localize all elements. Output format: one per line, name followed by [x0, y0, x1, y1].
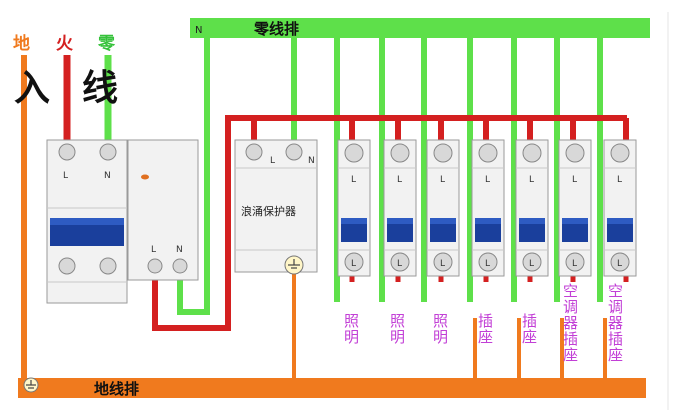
rcd-module: L N [127, 139, 199, 281]
main-breaker-top-screw [58, 143, 76, 161]
branch-breaker-body [337, 139, 371, 277]
branch-circuit-label: 插 [563, 330, 578, 348]
branch-breaker-bottom-label: L [572, 259, 577, 269]
branch-breaker-top-screw [433, 143, 453, 163]
branch-breaker-handle-highlight [562, 218, 588, 224]
branch-breaker-bottom-screw [565, 252, 585, 272]
branch-breaker-top-label: L [617, 175, 622, 185]
branch-circuit-label: 空 [608, 282, 623, 300]
main-breaker-bottom-screw [99, 257, 117, 275]
branch-breaker-top-screw [478, 143, 498, 163]
ground-bus-bar [18, 378, 646, 398]
branch-breaker-handle-highlight [430, 218, 456, 224]
branch-circuit-label: 照 [344, 312, 359, 330]
branch-breaker-bottom-label: L [351, 259, 356, 269]
branch-breaker-handle-highlight [341, 218, 367, 224]
branch-circuit-label: 座 [478, 328, 493, 346]
branch-breaker-bottom-label: L [617, 259, 622, 269]
branch-circuit-label: 器 [608, 314, 623, 332]
branch-circuit-label: 插 [522, 312, 537, 330]
branch-circuit-label: 照 [433, 312, 448, 330]
branch-breaker-bottom-label: L [440, 259, 445, 269]
ground-bus-earth-icon [23, 377, 39, 393]
branch-breaker-handle-highlight [607, 218, 633, 224]
branch-breaker-bottom-screw [344, 252, 364, 272]
incoming-label-1: 入 [14, 68, 50, 109]
surge-protector-screw-n [285, 143, 303, 161]
branch-breaker-bottom-label: L [485, 259, 490, 269]
branch-breaker-bottom-label: L [529, 259, 534, 269]
main-breaker-n: N [104, 171, 111, 181]
branch-circuit-label: 调 [563, 298, 578, 316]
branch-breaker-top-screw [344, 143, 364, 163]
branch-breaker-body [603, 139, 637, 277]
ground-bus-label: 地线排 [94, 380, 139, 398]
branch-circuit-label: 插 [478, 312, 493, 330]
main-breaker-bottom-screw [58, 257, 76, 275]
branch-circuit-label: 明 [433, 328, 448, 346]
branch-breaker-top-label: L [572, 175, 577, 185]
surge-earth-icon [284, 255, 304, 275]
neutral-bus-bar [190, 18, 650, 38]
branch-breaker-body [383, 139, 417, 277]
rcd-bottom-screw [172, 258, 188, 274]
branch-breaker-top-label: L [529, 175, 534, 185]
branch-breaker-bottom-screw [433, 252, 453, 272]
branch-circuit-label: 座 [608, 346, 623, 364]
branch-breaker-handle-highlight [475, 218, 501, 224]
branch-breaker-top-screw [610, 143, 630, 163]
neutral-bus-label: 零线排 [253, 20, 299, 38]
main-breaker-top-screw [99, 143, 117, 161]
branch-breaker-bottom-screw [610, 252, 630, 272]
rcd-terminal-n: N [176, 245, 183, 255]
surge-protector: L N 浪涌保护器 [234, 139, 318, 273]
branch-breaker-bottom-screw [478, 252, 498, 272]
incoming-label-2: 线 [82, 68, 118, 109]
branch-neutral-wires [334, 38, 603, 302]
branch-ground-wires [292, 270, 607, 380]
branch-breaker-top-label: L [440, 175, 445, 185]
rcd-terminal-l: L [151, 245, 156, 255]
branch-breaker-handle-highlight [387, 218, 413, 224]
branch-breaker-top-screw [565, 143, 585, 163]
branch-circuit-label: 明 [390, 328, 405, 346]
main-breaker-l: L [63, 171, 68, 181]
neutral-input-label: 零 [97, 34, 116, 54]
branch-breaker-top-label: L [485, 175, 490, 185]
branch-breaker-top-label: L [351, 175, 356, 185]
rcd-bottom-screw [147, 258, 163, 274]
live-input-label: 火 [56, 34, 74, 54]
branch-circuit-label: 照 [390, 312, 405, 330]
branch-breaker-handle-highlight [519, 218, 545, 224]
branch-circuit-label: 插 [608, 330, 623, 348]
branch-breaker-bottom-screw [522, 252, 542, 272]
branch-circuit-label: 座 [563, 346, 578, 364]
surge-protector-label: 浪涌保护器 [241, 204, 296, 218]
branch-circuit-label: 座 [522, 328, 537, 346]
branch-circuit-label: 空 [563, 282, 578, 300]
branch-circuit-label: 调 [608, 298, 623, 316]
rcd-live-out-wire [152, 115, 627, 331]
neutral-bus-tag: N [195, 25, 202, 36]
main-breaker: L N [46, 139, 128, 304]
rcd-test-indicator [141, 174, 149, 180]
rcd-neutral-to-bus-wire [177, 38, 210, 315]
ground-input-label: 地 [13, 33, 30, 54]
branch-breaker-bottom-screw [390, 252, 410, 272]
surge-protector-terminal-l: L [270, 156, 275, 166]
branch-breaker-bottom-label: L [397, 259, 402, 269]
branch-breaker-top-screw [390, 143, 410, 163]
branch-circuit-label: 明 [344, 328, 359, 346]
branch-circuit-label: 器 [563, 314, 578, 332]
branch-breaker-top-label: L [397, 175, 402, 185]
surge-protector-screw-l [245, 143, 263, 161]
surge-protector-terminal-n: N [308, 156, 315, 166]
branch-breaker-top-screw [522, 143, 542, 163]
